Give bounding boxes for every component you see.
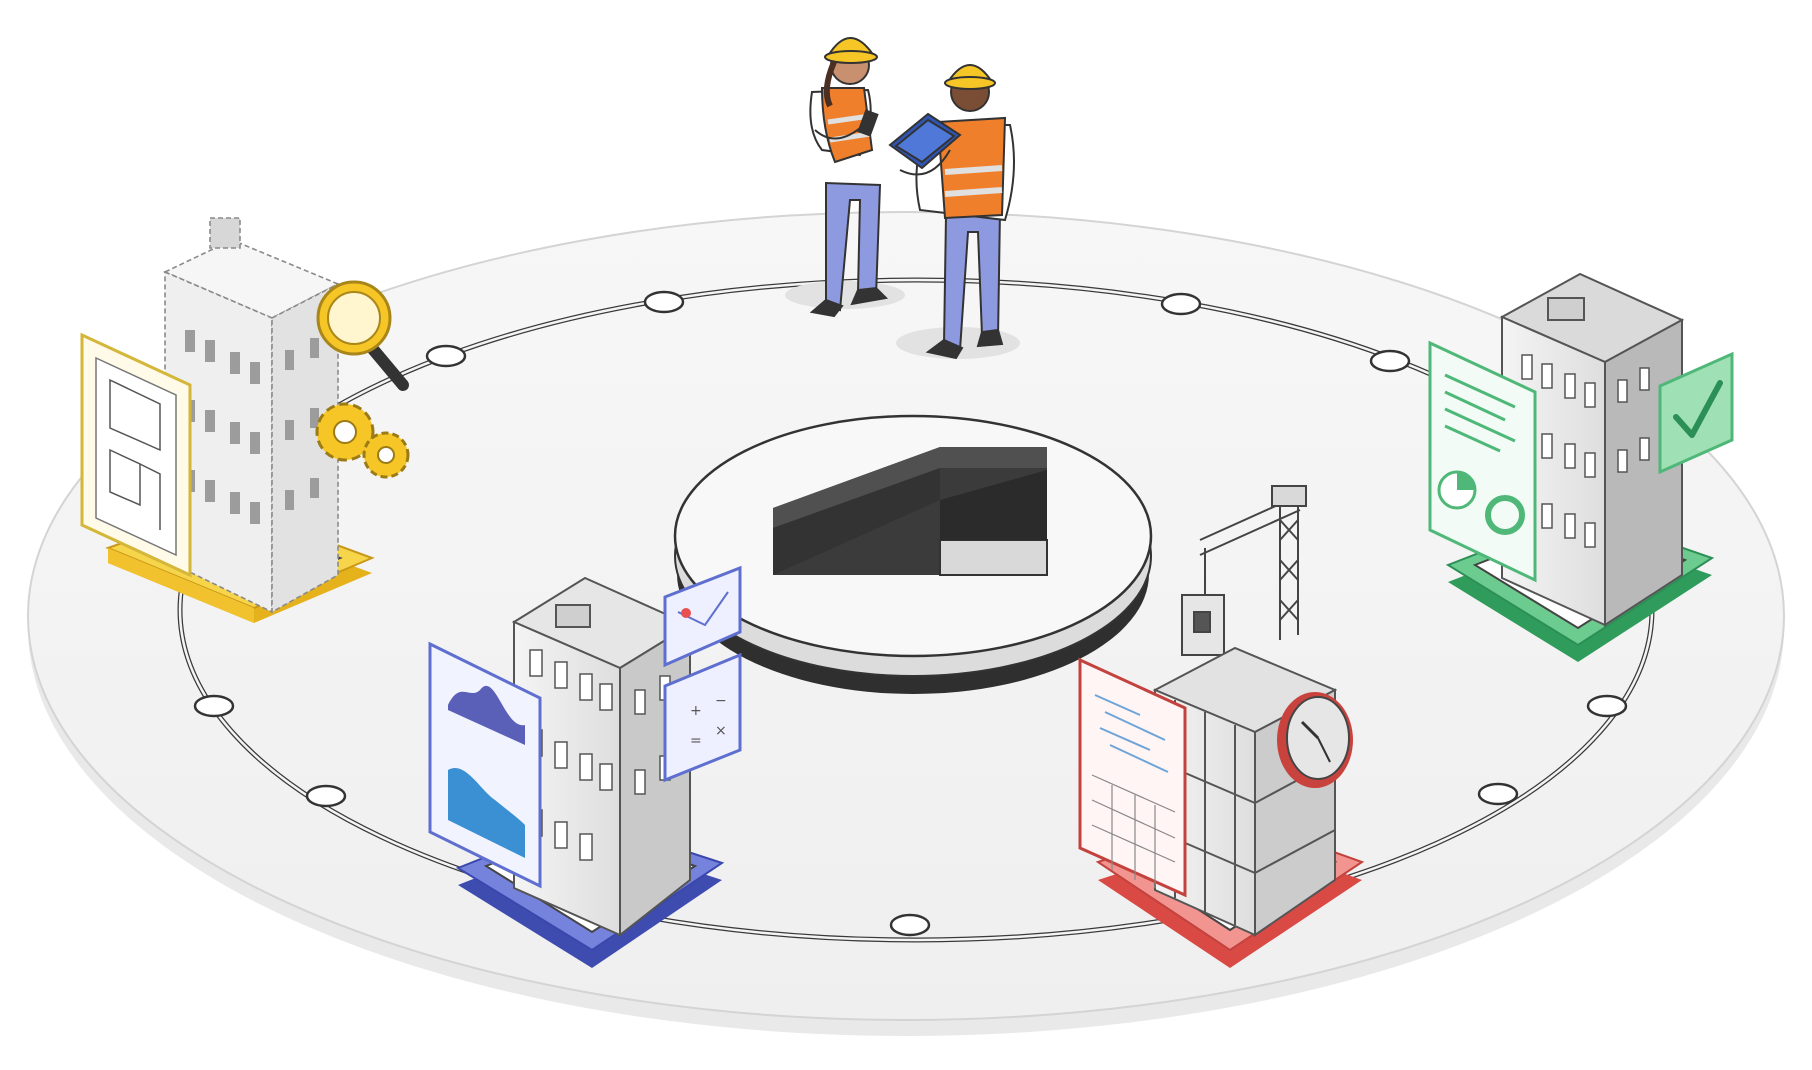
- logo-mark-icon: [773, 447, 1048, 576]
- ring-node: [643, 290, 685, 314]
- blueprint-icon: [80, 332, 192, 578]
- ring-node: [1477, 782, 1519, 806]
- svg-text:+: +: [690, 703, 702, 719]
- construction-stage: [1078, 485, 1365, 968]
- center-hub: [673, 414, 1153, 694]
- ring-node: [305, 784, 347, 808]
- ring-node: [193, 694, 235, 718]
- ring-node: [1160, 292, 1202, 316]
- svg-text:×: ×: [715, 723, 727, 739]
- checkmark-icon: [1658, 351, 1734, 475]
- crane-icon: [1181, 485, 1307, 656]
- magnifier-icon: [316, 280, 409, 391]
- envelope-icon: [663, 565, 742, 668]
- design-windows: [185, 330, 319, 524]
- report-icon: [1428, 340, 1537, 583]
- svg-text:−: −: [715, 693, 727, 709]
- ring-node: [889, 913, 931, 937]
- operations-stage: [1428, 272, 1734, 662]
- schedule-icon: [1078, 657, 1187, 898]
- ring-node: [425, 344, 467, 368]
- design-building-icon: [163, 217, 340, 614]
- engineers: [785, 37, 1020, 360]
- calculator-icon: + − = ×: [663, 652, 742, 783]
- design-stage: [80, 217, 410, 623]
- analysis-stage: + − = ×: [428, 565, 742, 968]
- engineer-with-phone: [809, 37, 889, 318]
- engineer-with-tablet: [888, 64, 1015, 360]
- gear-icon: [315, 402, 410, 479]
- ring-node: [1369, 349, 1411, 373]
- chart-icon: [428, 641, 542, 889]
- svg-text:=: =: [690, 733, 702, 749]
- clock-icon: [1277, 692, 1353, 788]
- ring-node: [1586, 694, 1628, 718]
